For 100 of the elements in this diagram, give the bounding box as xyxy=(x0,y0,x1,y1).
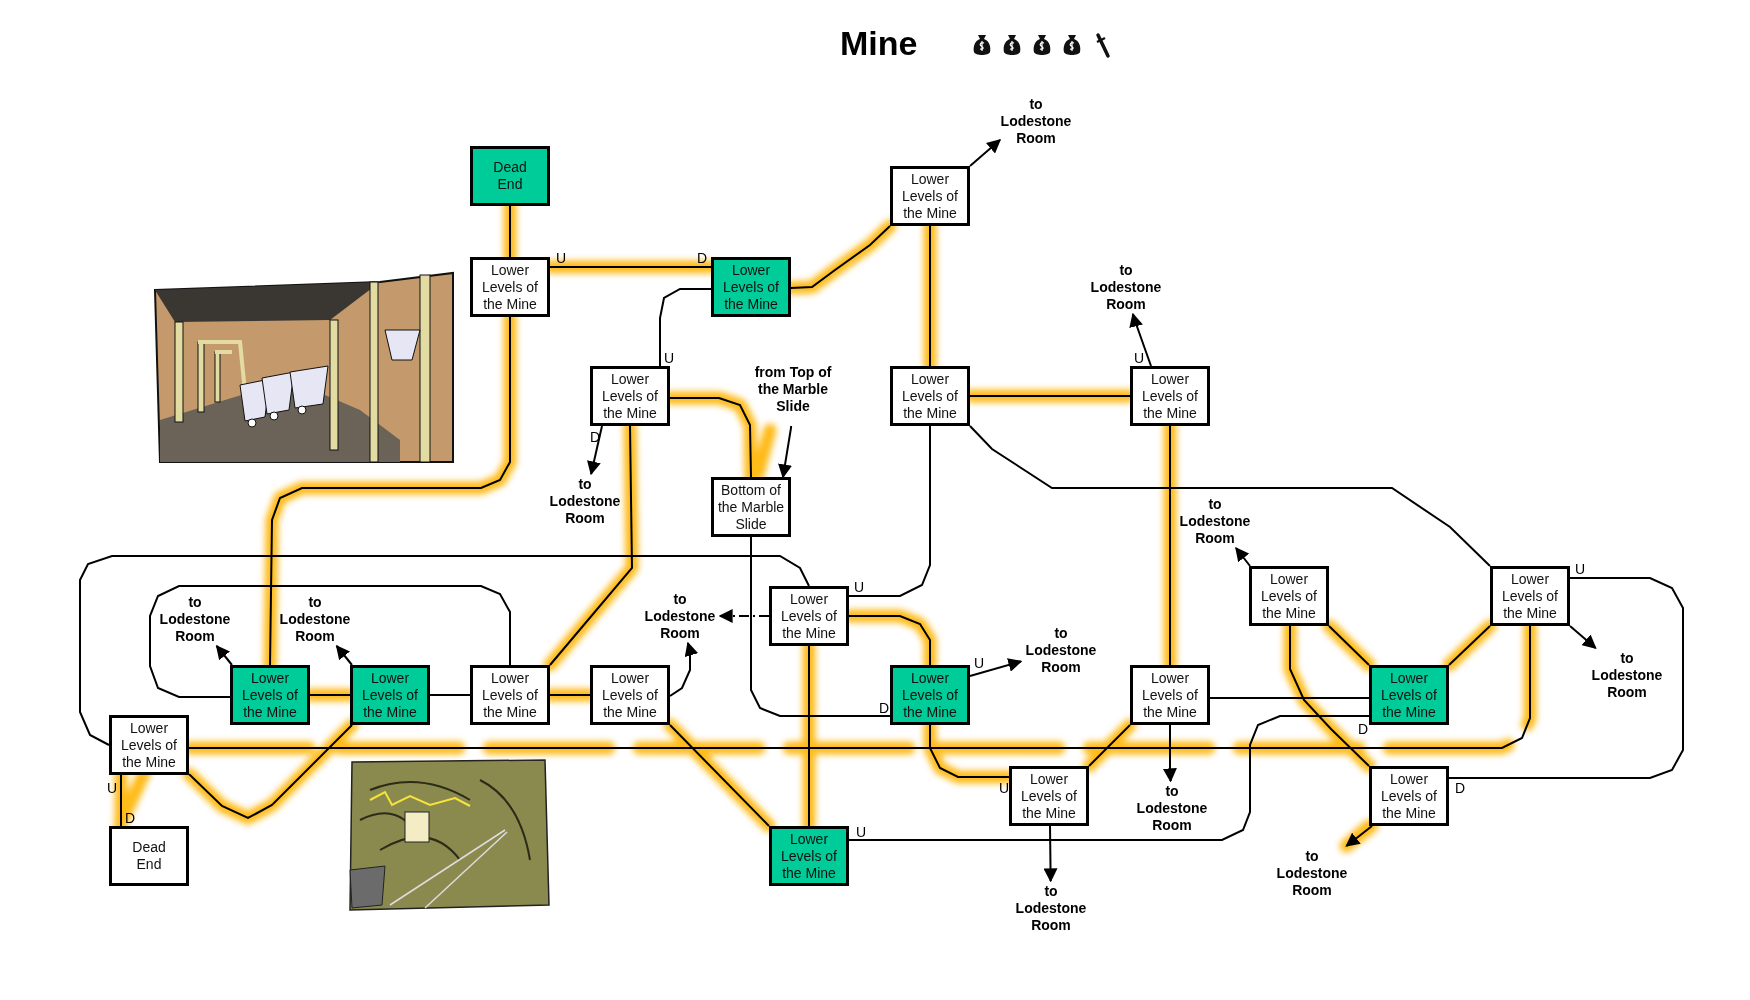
room-name: Lower Levels of the Mine xyxy=(480,261,539,313)
arrow xyxy=(1043,825,1058,883)
room-name: Lower Levels of the Mine xyxy=(240,669,299,721)
room-name: Lower Levels of the Mine xyxy=(1379,669,1438,721)
end-label: D xyxy=(125,811,136,825)
connector-line xyxy=(269,316,511,666)
room-name: Lower Levels of the Mine xyxy=(1500,570,1559,622)
arrow xyxy=(1129,312,1152,367)
room-box xyxy=(1130,665,1210,725)
end-label: U xyxy=(854,580,865,594)
room-box xyxy=(109,715,189,775)
connector-line xyxy=(1209,697,1370,699)
end-label: D xyxy=(1455,781,1466,795)
room-box xyxy=(470,146,550,206)
arrow xyxy=(587,425,603,476)
room-name: Lower Levels of the Mine xyxy=(480,669,539,721)
room-box xyxy=(470,257,550,317)
room-name: Lower Levels of the Mine xyxy=(900,170,959,222)
arrow xyxy=(335,644,353,666)
arrow xyxy=(215,644,233,666)
room-box xyxy=(1130,366,1210,426)
room-box xyxy=(109,826,189,886)
room-name: Lower Levels of the Mine xyxy=(1259,570,1318,622)
connector-line xyxy=(1088,724,1131,767)
end-label: U xyxy=(1134,351,1145,365)
room-name: Lower Levels of the Mine xyxy=(360,669,419,721)
arrow xyxy=(1162,724,1177,783)
room-box xyxy=(890,166,970,226)
connector-line xyxy=(848,425,931,597)
connector-line xyxy=(120,774,122,827)
room-name: Lower Levels of the Mine xyxy=(600,370,659,422)
arrow xyxy=(669,641,699,697)
destination-label: to Lodestone Room xyxy=(275,592,355,646)
room-box xyxy=(769,826,849,886)
room-box xyxy=(890,366,970,426)
room-box xyxy=(1009,766,1089,826)
connector-line xyxy=(1289,625,1370,767)
room-name: Lower Levels of the Mine xyxy=(900,669,959,721)
end-label: U xyxy=(107,781,118,795)
room-name: Lower Levels of the Mine xyxy=(721,261,780,313)
connector-line xyxy=(309,694,351,696)
room-name: Lower Levels of the Mine xyxy=(779,590,838,642)
destination-label: to Lodestone Room xyxy=(155,592,235,646)
arrow xyxy=(1235,546,1251,567)
room-box xyxy=(890,665,970,725)
connector-line xyxy=(669,397,752,478)
destination-label: to Lodestone Room xyxy=(1132,781,1212,835)
connector-line xyxy=(969,395,1131,397)
room-box xyxy=(230,665,310,725)
title: Mine xyxy=(840,24,918,63)
destination-label: to Lodestone Room xyxy=(1086,260,1166,314)
arrow xyxy=(969,139,1002,167)
end-label: D xyxy=(697,251,708,265)
connector-line xyxy=(1169,425,1171,666)
room-name: Lower Levels of the Mine xyxy=(779,830,838,882)
room-box xyxy=(590,366,670,426)
end-label: U xyxy=(999,781,1010,795)
room-name: Dead End xyxy=(492,159,528,193)
connector-line xyxy=(659,288,712,367)
connector-line xyxy=(509,205,511,258)
connector-line xyxy=(808,645,810,827)
end-label: U xyxy=(1575,562,1586,576)
end-label: D xyxy=(1358,722,1369,736)
arrow xyxy=(1569,625,1597,649)
connector-line xyxy=(669,724,770,827)
destination-label: to Lodestone Room xyxy=(1011,881,1091,935)
connector-line xyxy=(1448,577,1684,779)
end-label: U xyxy=(974,656,985,670)
connector-line xyxy=(790,225,891,289)
arrow xyxy=(778,425,793,479)
end-label: U xyxy=(664,351,675,365)
connector-line xyxy=(1328,625,1370,666)
room-box xyxy=(1490,566,1570,626)
arrow xyxy=(1345,825,1373,847)
connector-line xyxy=(549,425,633,666)
connector-line xyxy=(188,625,1531,749)
connector-line xyxy=(549,266,712,268)
room-box xyxy=(1369,766,1449,826)
connector-line xyxy=(1448,625,1491,666)
room-box xyxy=(350,665,430,725)
room-name: Lower Levels of the Mine xyxy=(1019,770,1078,822)
connector-line xyxy=(929,225,931,367)
room-name: Lower Levels of the Mine xyxy=(600,669,659,721)
destination-label: to Lodestone Room xyxy=(1272,846,1352,900)
end-label: D xyxy=(879,701,890,715)
destination-label: to Lodestone Room xyxy=(640,589,720,643)
connector-line xyxy=(429,694,471,696)
room-box xyxy=(769,586,849,646)
room-name: Lower Levels of the Mine xyxy=(1140,669,1199,721)
room-box xyxy=(711,257,791,317)
connector-line xyxy=(549,694,591,696)
destination-label: to Lodestone Room xyxy=(545,474,625,528)
room-box xyxy=(1249,566,1329,626)
room-name: Dead End xyxy=(131,839,167,873)
end-label: U xyxy=(856,825,867,839)
room-name: Lower Levels of the Mine xyxy=(119,719,178,771)
destination-label: from Top of the Marble Slide xyxy=(750,352,836,426)
connector-line xyxy=(188,724,353,820)
room-name: Lower Levels of the Mine xyxy=(900,370,959,422)
room-box xyxy=(1369,665,1449,725)
